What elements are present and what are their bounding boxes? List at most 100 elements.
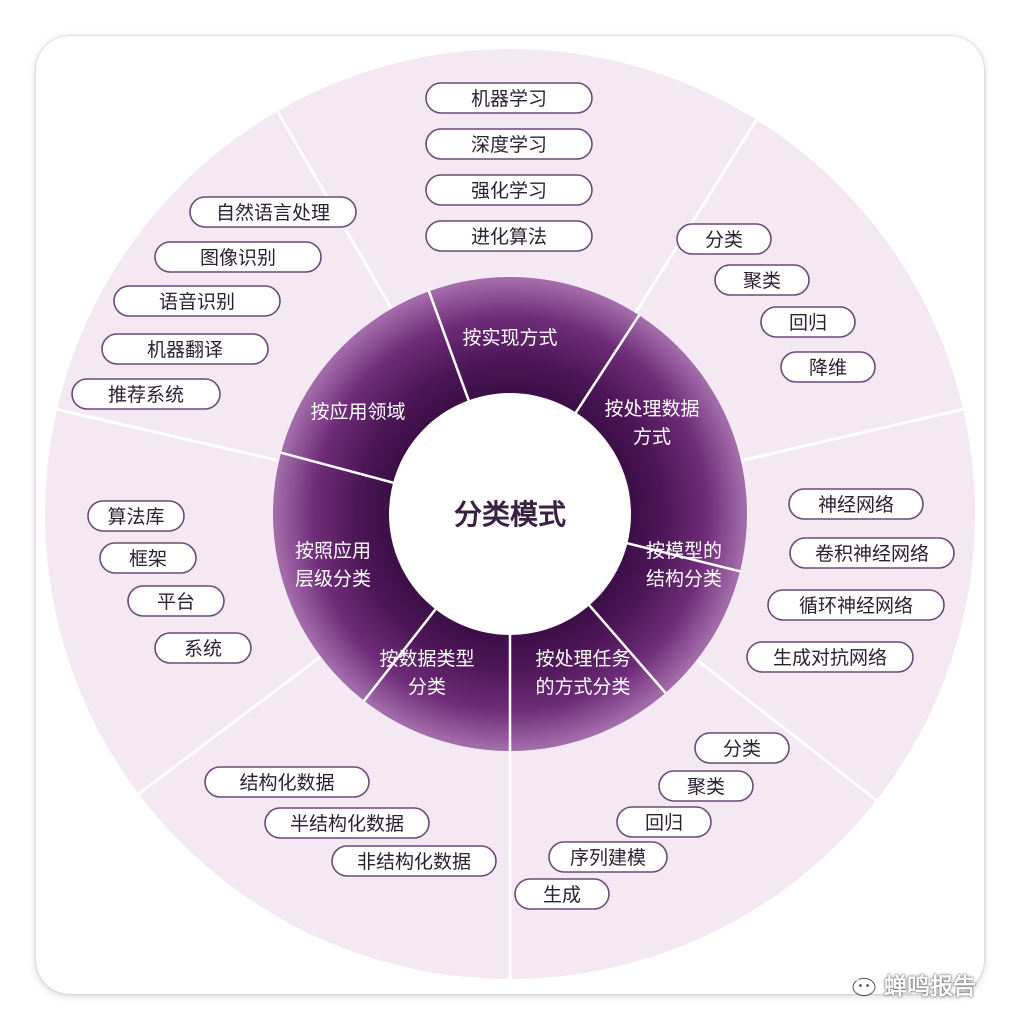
pill-label: 算法库 <box>107 506 164 528</box>
pill-outline <box>767 589 945 621</box>
pill-application-domain: 机器翻译 <box>101 333 269 365</box>
outer-divider <box>630 114 761 320</box>
inner-divider <box>587 602 668 695</box>
pill-data-processing: 分类 <box>676 223 772 255</box>
pill-model-structure: 循环神经网络 <box>767 589 945 621</box>
center-circle <box>389 393 631 635</box>
sector-label-task-processing: 按处理任务 <box>535 648 630 670</box>
pill-outline <box>425 174 593 206</box>
pill-task-processing: 聚类 <box>658 770 754 802</box>
sector-label-task-processing: 的方式分类 <box>535 676 630 698</box>
pill-application-domain: 自然语言处理 <box>189 196 357 228</box>
pill-outline <box>746 641 914 673</box>
outer-divider <box>51 406 287 464</box>
pill-label: 半结构化数据 <box>290 813 404 835</box>
pill-data-processing: 降维 <box>780 351 876 383</box>
sector-label-data-type: 分类 <box>408 676 446 698</box>
pill-label: 结构化数据 <box>239 772 334 794</box>
pill-outline <box>204 766 370 798</box>
pill-application-level: 平台 <box>127 585 225 617</box>
sector-label-implementation: 按实现方式 <box>462 327 557 349</box>
pill-label: 聚类 <box>743 270 781 292</box>
pill-outline <box>189 196 357 228</box>
pill-application-domain: 推荐系统 <box>71 378 221 410</box>
pill-label: 分类 <box>723 738 761 760</box>
sector-label-application-domain: 按应用领域 <box>310 401 405 423</box>
pill-label: 平台 <box>157 591 195 613</box>
pill-label: 聚类 <box>687 776 725 798</box>
pill-application-level: 算法库 <box>87 500 185 532</box>
pill-outline <box>264 807 430 839</box>
pill-outline <box>789 537 955 569</box>
pill-label: 语音识别 <box>159 291 235 313</box>
wechat-icon <box>838 969 876 997</box>
pill-outline <box>331 845 497 877</box>
pill-outline <box>87 500 185 532</box>
watermark-text: 蝉鸣报告 <box>884 974 976 1000</box>
pill-outline <box>71 378 221 410</box>
pill-label: 框架 <box>129 548 167 570</box>
sector-label-model-structure: 按模型的 <box>646 540 722 562</box>
watermark: 蝉鸣报告 <box>838 964 976 1004</box>
pill-data-type: 非结构化数据 <box>331 845 497 877</box>
pill-outline <box>658 770 754 802</box>
pill-application-domain: 语音识别 <box>113 285 281 317</box>
pill-implementation: 进化算法 <box>425 220 593 252</box>
pill-outline <box>760 306 856 338</box>
pill-implementation: 强化学习 <box>425 174 593 206</box>
pill-label: 分类 <box>705 229 743 251</box>
sector-labels: 按实现方式按处理数据方式按模型的结构分类按处理任务的方式分类按数据类型分类按照应… <box>295 327 722 698</box>
pill-label: 强化学习 <box>471 180 547 202</box>
inner-divider <box>279 451 396 485</box>
inner-ring-dividers <box>279 289 742 752</box>
pill-data-processing: 聚类 <box>714 264 810 296</box>
pill-implementation: 深度学习 <box>425 128 593 160</box>
inner-divider <box>362 607 438 703</box>
pill-label: 神经网络 <box>818 494 894 516</box>
outer-divider <box>690 654 882 805</box>
inner-divider <box>573 313 641 415</box>
pill-outline <box>788 488 924 520</box>
center-label: 分类模式 <box>454 498 566 531</box>
pill-label: 生成 <box>543 884 581 906</box>
pill-outline <box>425 220 593 252</box>
sector-label-model-structure: 结构分类 <box>646 568 722 590</box>
sector-label-data-processing: 方式 <box>633 426 671 448</box>
pill-outline <box>101 333 269 365</box>
pill-label: 回归 <box>645 812 683 834</box>
pill-label: 图像识别 <box>200 247 276 269</box>
category-pills: 机器学习深度学习强化学习进化算法分类聚类回归降维神经网络卷积神经网络循环神经网络… <box>71 82 955 910</box>
pill-label: 卷积神经网络 <box>815 543 929 565</box>
pill-data-processing: 回归 <box>760 306 856 338</box>
pill-label: 进化算法 <box>471 226 547 248</box>
pill-outline <box>99 542 197 574</box>
pill-outline <box>425 82 593 114</box>
pill-outline <box>514 878 610 910</box>
pill-label: 机器学习 <box>471 88 547 110</box>
pill-outline <box>714 264 810 296</box>
outer-divider <box>133 651 328 799</box>
sector-label-application-level: 层级分类 <box>295 568 371 590</box>
pill-model-structure: 生成对抗网络 <box>746 641 914 673</box>
pill-label: 自然语言处理 <box>216 202 330 224</box>
pill-outline <box>113 285 281 317</box>
pill-outline <box>127 585 225 617</box>
pill-task-processing: 生成 <box>514 878 610 910</box>
pill-model-structure: 神经网络 <box>788 488 924 520</box>
pill-label: 生成对抗网络 <box>773 647 887 669</box>
pill-outline <box>676 223 772 255</box>
inner-divider <box>427 289 471 403</box>
pill-label: 回归 <box>789 312 827 334</box>
pill-label: 循环神经网络 <box>799 595 913 617</box>
pill-outline <box>154 632 252 664</box>
pill-label: 序列建模 <box>570 847 646 869</box>
pill-outline <box>548 841 668 873</box>
pill-implementation: 机器学习 <box>425 82 593 114</box>
pill-data-type: 半结构化数据 <box>264 807 430 839</box>
pill-outline <box>425 128 593 160</box>
pill-outline <box>616 806 712 838</box>
pill-application-level: 框架 <box>99 542 197 574</box>
sector-label-data-type: 按数据类型 <box>379 648 474 670</box>
pill-model-structure: 卷积神经网络 <box>789 537 955 569</box>
